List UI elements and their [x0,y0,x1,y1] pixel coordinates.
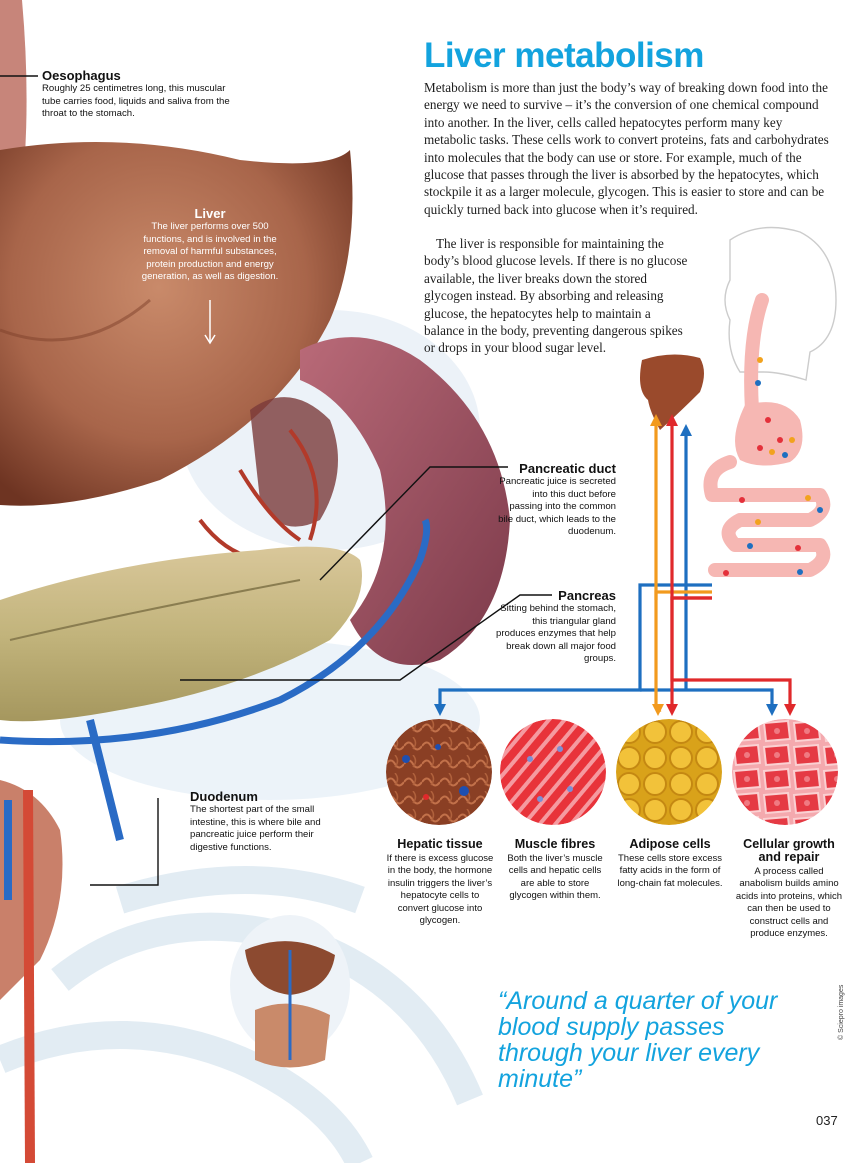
cell-caption-adipose: Adipose cells These cells store excess f… [616,838,724,890]
page-number: 037 [816,1113,838,1128]
article-paragraph-1: Metabolism is more than just the body’s … [424,80,829,217]
liver-title: Liver [194,206,226,221]
pancreas-title: Pancreas [558,588,616,603]
cell-caption-growth: Cellular growth and repair A process cal… [734,838,844,940]
cell-title: Adipose cells [629,837,711,851]
cell-title: Hepatic tissue [397,837,483,851]
liver-desc: The liver performs over 500 functions, a… [141,221,279,283]
article-paragraph-2: The liver is responsible for maintaining… [424,236,688,356]
cell-caption-muscle: Muscle fibres Both the liver’s muscle ce… [502,838,608,903]
oesophagus-label: Oesophagus Roughly 25 centimetres long, … [42,68,242,121]
cell-title: Cellular growth and repair [743,837,835,864]
image-credit: © Sciepro images [838,984,845,1040]
cellular-growth-image [732,719,838,825]
cell-desc: A process called anabolism builds amino … [735,866,843,940]
cell-desc: If there is excess glucose in the body, … [386,853,494,927]
pull-quote: “Around a quarter of your blood supply p… [498,987,778,1093]
article-title: Liver metabolism [424,36,704,75]
pancreatic-duct-desc: Pancreatic juice is secreted into this d… [498,476,616,538]
duodenum-desc: The shortest part of the small intestine… [190,804,321,853]
oesophagus-desc: Roughly 25 centimetres long, this muscul… [42,83,230,120]
oesophagus-title: Oesophagus [42,68,121,83]
cell-desc: These cells store excess fatty acids in … [617,853,723,889]
pancreatic-duct-label: Pancreatic duct Pancreatic juice is secr… [498,461,616,539]
liver-label: Liver The liver performs over 500 functi… [130,206,290,284]
muscle-fibres-image [500,719,606,825]
pancreas-label: Pancreas Sitting behind the stomach, thi… [492,588,616,666]
duodenum-label: Duodenum The shortest part of the small … [190,789,350,854]
pancreas-desc: Sitting behind the stomach, this triangu… [496,603,616,665]
cell-title: Muscle fibres [514,837,596,851]
adipose-cells-image [616,719,722,825]
hepatic-tissue-image [386,719,492,825]
cell-desc: Both the liver’s muscle cells and hepati… [507,853,603,902]
duodenum-title: Duodenum [190,789,258,804]
cell-caption-hepatic: Hepatic tissue If there is excess glucos… [384,838,496,927]
liver-icon [640,354,704,430]
pancreatic-duct-title: Pancreatic duct [519,461,616,476]
